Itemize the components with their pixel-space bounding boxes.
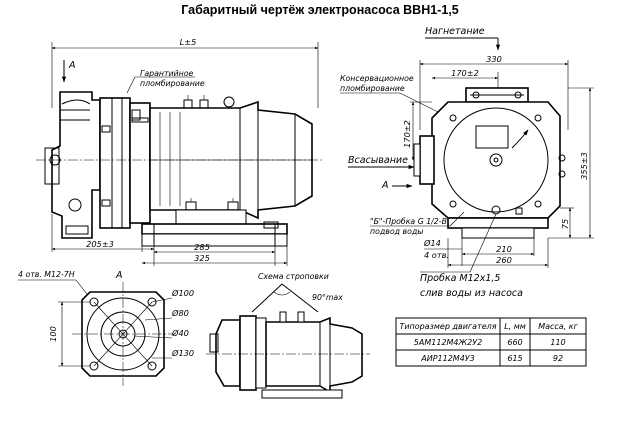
conservation-seal-label-1: Консервационное: [340, 74, 414, 83]
plug-b-label-2: подвод воды: [370, 227, 423, 236]
motor-table: Типоразмер двигателя L, мм Масса, кг 5АМ…: [395, 317, 587, 367]
dim-phi100: Ø100: [171, 288, 194, 298]
suction-label: Всасывание: [348, 155, 408, 166]
dim-170-height: 170±2: [402, 120, 412, 148]
table-cell: 92: [553, 354, 563, 363]
sling-angle-label: 90°max: [312, 293, 343, 302]
table-cell: 615: [507, 354, 522, 363]
dim-260: 260: [496, 255, 512, 265]
dim-170-width: 170±2: [451, 68, 479, 78]
plug-m12-label-2: слив воды из насоса: [420, 288, 523, 299]
drawing-title: Габаритный чертёж электронасоса ВВН1-1,5: [181, 3, 459, 17]
section-a-side: A: [381, 180, 389, 191]
plug-b-label-1: "Б"-Пробка G 1/2-В: [370, 217, 447, 226]
sling-scheme: Схема строповки 90°max: [206, 272, 370, 399]
dim-phi14: Ø14: [423, 238, 441, 248]
discharge-label: Нагнетание: [425, 26, 485, 37]
front-view: Нагнетание 330 170±2 Консервационное пло…: [340, 26, 594, 299]
section-a-top: A: [68, 60, 76, 71]
dim-100: 100: [48, 326, 58, 342]
dim-355: 355±3: [579, 152, 589, 180]
dim-75: 75: [560, 219, 570, 229]
dim-330: 330: [486, 54, 502, 64]
view-a: 4 отв. M12-7H A Ø100 Ø80 Ø40 Ø130 100: [18, 270, 194, 386]
dim-210: 210: [496, 244, 512, 254]
conservation-seal-label-2: пломбирование: [340, 84, 405, 93]
holes-label: 4 отв. M12-7H: [18, 270, 75, 279]
table-cell: АИР112М4У3: [420, 354, 475, 363]
dim-285: 285: [194, 242, 210, 252]
table-header-length: L, мм: [504, 322, 526, 331]
dim-length: L±5: [180, 37, 197, 47]
dim-205: 205±3: [86, 239, 114, 249]
plug-m12-label-1: Пробка M12x1,5: [420, 273, 500, 284]
table-header-motor: Типоразмер двигателя: [399, 322, 496, 331]
sling-scheme-label: Схема строповки: [258, 272, 329, 281]
warranty-seal-label-1: Гарантийное: [140, 69, 193, 78]
side-view: L±5 A Гарантийное пломбирование: [36, 37, 322, 266]
table-cell: 5АМ112М4Ж2У2: [414, 338, 482, 347]
table-cell: 110: [550, 338, 565, 347]
dim-phi40: Ø40: [171, 328, 189, 338]
warranty-seal-label-2: пломбирование: [140, 79, 205, 88]
dim-phi130: Ø130: [171, 348, 194, 358]
dim-325: 325: [194, 253, 210, 263]
dim-phi80: Ø80: [171, 308, 189, 318]
view-a-label: A: [115, 270, 123, 281]
bottom-holes-label: 4 отв.: [424, 250, 449, 260]
table-header-mass: Масса, кг: [538, 322, 578, 331]
table-cell: 660: [507, 338, 522, 347]
